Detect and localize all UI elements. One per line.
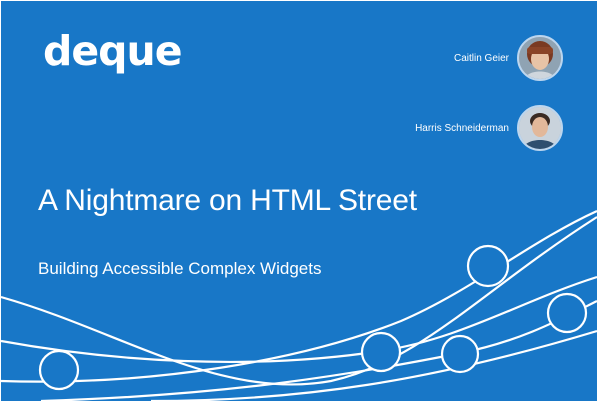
slide-title: A Nightmare on HTML Street bbox=[38, 184, 417, 217]
speaker-harris: Harris Schneiderman bbox=[415, 105, 563, 151]
speaker-caitlin: Caitlin Geier bbox=[454, 35, 563, 81]
speaker-photo-icon bbox=[517, 105, 563, 151]
speaker-name: Harris Schneiderman bbox=[415, 122, 509, 134]
slide-subtitle: Building Accessible Complex Widgets bbox=[38, 259, 322, 278]
speaker-name: Caitlin Geier bbox=[453, 52, 509, 64]
speaker-photo-icon bbox=[517, 35, 563, 81]
logo-wordmark: deque bbox=[43, 27, 182, 75]
deque-logo: deque bbox=[43, 31, 183, 79]
